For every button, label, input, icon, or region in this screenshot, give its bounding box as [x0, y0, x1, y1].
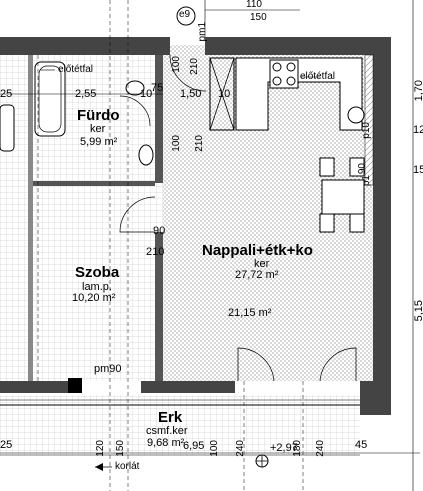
e9-marker [176, 6, 196, 26]
wall-bath-living [155, 55, 163, 183]
burner [272, 62, 282, 72]
wall-bottom-left [0, 381, 82, 393]
guide-line [109, 0, 304, 491]
terrace-floor-type: csmf.ker [146, 425, 188, 437]
dim-515-right: 5,15 [413, 300, 423, 322]
dim-170-right: 1,70 [413, 80, 423, 102]
dim-top-150: 150 [250, 12, 267, 23]
bedroom-area: 10,20 m² [72, 292, 116, 304]
washbasin [125, 80, 145, 96]
bath-name: Fürdo [77, 107, 120, 124]
wall-top-left [0, 37, 163, 55]
burner [286, 62, 296, 72]
living-area: 27,72 m² [235, 269, 279, 281]
living-name: Nappali+étk+ko [202, 242, 313, 259]
shaft [209, 57, 235, 131]
wall-bath-bedroom [32, 181, 155, 186]
kitchen-counter [235, 57, 363, 131]
chair [349, 213, 365, 233]
dim-12-right: 12 [413, 124, 423, 136]
sink [347, 106, 365, 124]
dim-210-v2: 210 [194, 135, 205, 152]
dim-15-right: 15 [413, 164, 423, 176]
bathtub-inner [38, 65, 62, 133]
dim-25-left: 25 [0, 88, 13, 100]
wall-top-duct [163, 37, 170, 55]
bath-area: 5,99 m² [80, 136, 118, 148]
wall-right [373, 37, 391, 415]
stove [269, 59, 299, 89]
wall-top-right [213, 37, 391, 55]
dim-240-c: 240 [315, 440, 326, 457]
note-e9: e9 [179, 9, 191, 20]
note-pm90: pm90 [94, 363, 122, 375]
note-eloteti-right: előtétfal [300, 71, 336, 82]
chair [319, 213, 335, 233]
korlat-arrow [95, 463, 103, 471]
wall-left-strip [28, 55, 33, 381]
dim-10-b: 10 [218, 88, 231, 100]
wall-top-duct2 [205, 37, 213, 55]
dim-75: 75 [151, 82, 164, 94]
dim-240-b: 240 [235, 440, 246, 457]
note-korlat: korlát [115, 461, 140, 472]
dim-10-a: 10 [140, 88, 153, 100]
living-floor-type: ker [254, 258, 270, 270]
column [68, 378, 82, 393]
dim-210: 210 [146, 246, 165, 258]
wall-bedroom-living [155, 232, 163, 381]
wall-bottom-mid [141, 381, 235, 393]
elevation-marker-cross [256, 455, 268, 467]
door-terrace-left [237, 347, 275, 382]
dim-45: 45 [355, 439, 368, 451]
terrace-area-alt: 6,95 [183, 440, 205, 452]
dim-297: +2,97 [270, 442, 298, 454]
dim-100-b: 100 [209, 440, 220, 457]
wall-right-inner [364, 54, 374, 186]
wall-bottom-right [360, 381, 375, 415]
door-bedroom-swing [119, 196, 156, 233]
dim-p1-right: p1 [361, 175, 372, 187]
note-pm1: pm1 [197, 22, 208, 42]
burner [286, 76, 296, 86]
shaft-cross [209, 57, 235, 131]
left-fixture [0, 104, 15, 152]
door-entry-swing [169, 54, 207, 92]
terrace-name: Erk [158, 409, 183, 426]
dim-100-v: 100 [171, 56, 182, 73]
dim-210-v: 210 [189, 58, 200, 75]
dim-150-b: 150 [115, 440, 126, 457]
chair [319, 157, 335, 177]
dim-top-110: 110 [246, 0, 262, 10]
dim-90: 90 [153, 225, 166, 237]
dim-25-b: 25 [0, 439, 13, 451]
dim-100-v2: 100 [171, 135, 182, 152]
chair [349, 157, 365, 177]
note-eloteti-left: előtétfal [58, 64, 94, 75]
door-terrace-right [319, 347, 357, 382]
living-sub-area: 21,15 m² [228, 307, 272, 319]
bath-floor-type: ker [90, 123, 106, 135]
dining-table [321, 179, 365, 215]
left-strip-floor [0, 55, 32, 381]
dim-90-right: 90 [357, 163, 368, 175]
door-bath-swing [119, 95, 151, 127]
bedroom-name: Szoba [75, 264, 120, 281]
toilet [138, 144, 154, 166]
dim-p10-right: p10 [361, 122, 372, 139]
bedroom-floor [32, 183, 163, 381]
dim-150: 1,50 [180, 88, 202, 100]
burner [272, 76, 282, 86]
dim-255: 2,55 [75, 88, 97, 100]
bedroom-floor-type: lam.p. [82, 281, 112, 293]
dim-120: 120 [95, 440, 106, 457]
terrace-area: 9,68 m² [147, 437, 185, 449]
